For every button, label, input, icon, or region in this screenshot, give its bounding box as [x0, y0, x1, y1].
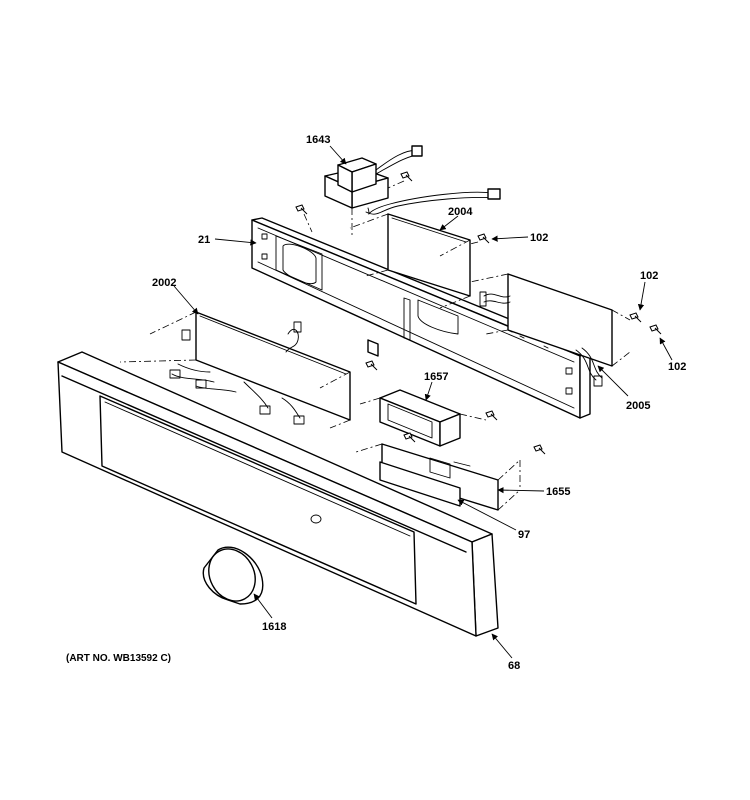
art-number: (ART NO. WB13592 C)	[66, 653, 171, 664]
bracket-97	[379, 461, 461, 507]
callout-1655: 1655	[546, 486, 570, 498]
callout-21: 21	[198, 234, 210, 246]
callout-97: 97	[518, 529, 530, 541]
callout-2005: 2005	[626, 400, 650, 412]
control-panel-bracket	[251, 217, 591, 419]
callout-102-right: 102	[640, 270, 658, 282]
callout-1643: 1643	[306, 134, 330, 146]
callout-68: 68	[508, 660, 520, 672]
callout-2002: 2002	[152, 277, 176, 289]
transformer-part	[324, 145, 501, 215]
callout-102-top: 102	[530, 232, 548, 244]
callout-2004: 2004	[448, 206, 473, 218]
callout-1618: 1618	[262, 621, 286, 633]
board-2004	[387, 213, 471, 297]
callout-102-lower: 102	[668, 361, 686, 373]
knob-1618	[202, 546, 264, 605]
callout-1657: 1657	[424, 371, 448, 383]
front-control-panel	[57, 351, 499, 637]
display-1657	[379, 389, 461, 447]
